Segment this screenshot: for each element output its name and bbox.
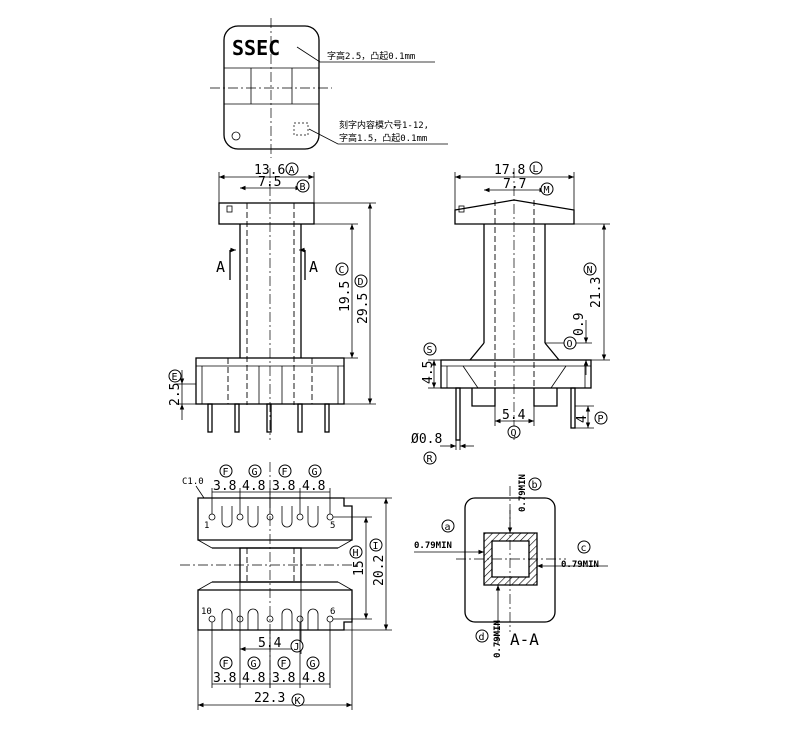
ref-top-G2: G bbox=[312, 467, 318, 478]
ref-D: D bbox=[358, 277, 364, 288]
ref-O: O bbox=[567, 339, 573, 350]
brand-text: SSEC bbox=[232, 36, 280, 60]
ref-c: c bbox=[581, 543, 587, 554]
dim-side-winding: 21.3 bbox=[589, 277, 604, 308]
pitch-top-4: 4.8 bbox=[302, 479, 325, 494]
ref-H: H bbox=[353, 548, 359, 559]
label-outline bbox=[223, 25, 320, 150]
dim-side-base: 4.5 bbox=[421, 361, 436, 384]
pitch-bottom-1: 3.8 bbox=[213, 671, 236, 686]
dim-front-width: 13.6 bbox=[254, 163, 285, 178]
note-font: 字高2.5，凸起0.1mm bbox=[327, 50, 415, 62]
dim-bottom-width: 22.3 bbox=[254, 691, 285, 706]
ref-I: I bbox=[373, 541, 379, 552]
dim-side-gap: 0.9 bbox=[572, 313, 587, 336]
pin-label-1: 1 bbox=[204, 521, 209, 531]
bottom-view: 1 5 10 6 C1.0 bbox=[180, 462, 392, 710]
section-view: 0.79MIN b 0.79MIN a 0.79MIN c 0.79MIN d … bbox=[414, 474, 608, 658]
dim-front-top: 7.5 bbox=[258, 175, 281, 190]
note-engrave-2: 字高1.5，凸起0.1mm bbox=[339, 132, 427, 144]
bottom-top-plate bbox=[197, 497, 353, 541]
ref-L: L bbox=[533, 164, 539, 175]
side-top-flange bbox=[454, 199, 575, 225]
ref-bot-G2: G bbox=[310, 659, 316, 670]
ref-E: E bbox=[172, 372, 178, 383]
section-left-min: 0.79MIN bbox=[414, 541, 452, 551]
ref-bot-G1: G bbox=[251, 659, 257, 670]
label-view: SSEC 字高2.5，凸起0.1mm 刻字内容模穴号1-12, 字高1.5，凸起… bbox=[210, 18, 448, 158]
pitch-bottom-4: 4.8 bbox=[302, 671, 325, 686]
section-bottom-min: 0.79MIN bbox=[493, 620, 503, 658]
pitch-bottom-3: 3.8 bbox=[272, 671, 295, 686]
front-top-flange bbox=[218, 202, 315, 225]
section-mark-left: A bbox=[216, 258, 225, 276]
section-wall bbox=[483, 532, 538, 586]
ref-a: a bbox=[445, 522, 451, 533]
ref-J: J bbox=[294, 642, 300, 653]
dim-front-pin: 2.5 bbox=[168, 383, 183, 406]
bottom-bottom-plate bbox=[197, 589, 353, 631]
pitch-top-3: 3.8 bbox=[272, 479, 295, 494]
pitch-bottom-2: 4.8 bbox=[242, 671, 265, 686]
dim-front-bobbin: 19.5 bbox=[338, 281, 353, 312]
ref-d: d bbox=[479, 632, 485, 643]
ref-bot-F1: F bbox=[223, 659, 229, 670]
section-top-min: 0.79MIN bbox=[518, 474, 528, 512]
mold-mark-circle bbox=[231, 131, 241, 141]
note-engrave-1: 刻字内容模穴号1-12, bbox=[339, 119, 429, 131]
ref-P: P bbox=[598, 414, 604, 425]
ref-K: K bbox=[295, 696, 301, 707]
dim-side-span: 5.4 bbox=[502, 408, 526, 423]
side-view: 17.8 L 7.7 M 21.3 N 0.9 O 4.5 S 5.4 bbox=[411, 161, 610, 465]
ref-R: R bbox=[427, 454, 434, 465]
ref-N: N bbox=[587, 265, 593, 276]
ref-b: b bbox=[532, 480, 538, 491]
pitch-top-2: 4.8 bbox=[242, 479, 265, 494]
engrave-area bbox=[293, 122, 309, 136]
chamfer-label: C1.0 bbox=[182, 477, 204, 487]
ref-top-F1: F bbox=[223, 467, 229, 478]
dim-side-width: 17.8 bbox=[494, 163, 525, 178]
pin-label-5: 5 bbox=[330, 521, 335, 531]
pin-label-10: 10 bbox=[201, 607, 212, 617]
ref-Q: Q bbox=[511, 428, 517, 439]
pitch-top-1: 3.8 bbox=[213, 479, 236, 494]
ref-A: A bbox=[289, 165, 295, 176]
front-view: A A 13.6 A 7.5 B 19.5 C 29.5 D bbox=[168, 162, 376, 440]
dim-side-pin: 4 bbox=[575, 415, 590, 423]
ref-top-G1: G bbox=[252, 467, 258, 478]
ref-B: B bbox=[300, 182, 306, 193]
ref-C: C bbox=[339, 265, 345, 276]
section-right-min: 0.79MIN bbox=[561, 560, 599, 570]
dim-side-top: 7.7 bbox=[503, 177, 526, 192]
dim-pin-span: 15 bbox=[352, 560, 367, 576]
dim-side-diameter: Ø0.8 bbox=[411, 432, 442, 447]
side-base bbox=[440, 359, 592, 389]
ref-S: S bbox=[427, 345, 433, 356]
pin-label-6: 6 bbox=[330, 607, 335, 617]
dim-depth: 20.2 bbox=[372, 555, 387, 586]
ref-bot-F2: F bbox=[281, 659, 287, 670]
dim-front-height: 29.5 bbox=[356, 293, 371, 324]
ref-top-F2: F bbox=[282, 467, 288, 478]
ref-M: M bbox=[544, 185, 550, 196]
section-mark-right: A bbox=[309, 258, 318, 276]
section-title: A-A bbox=[510, 630, 539, 649]
